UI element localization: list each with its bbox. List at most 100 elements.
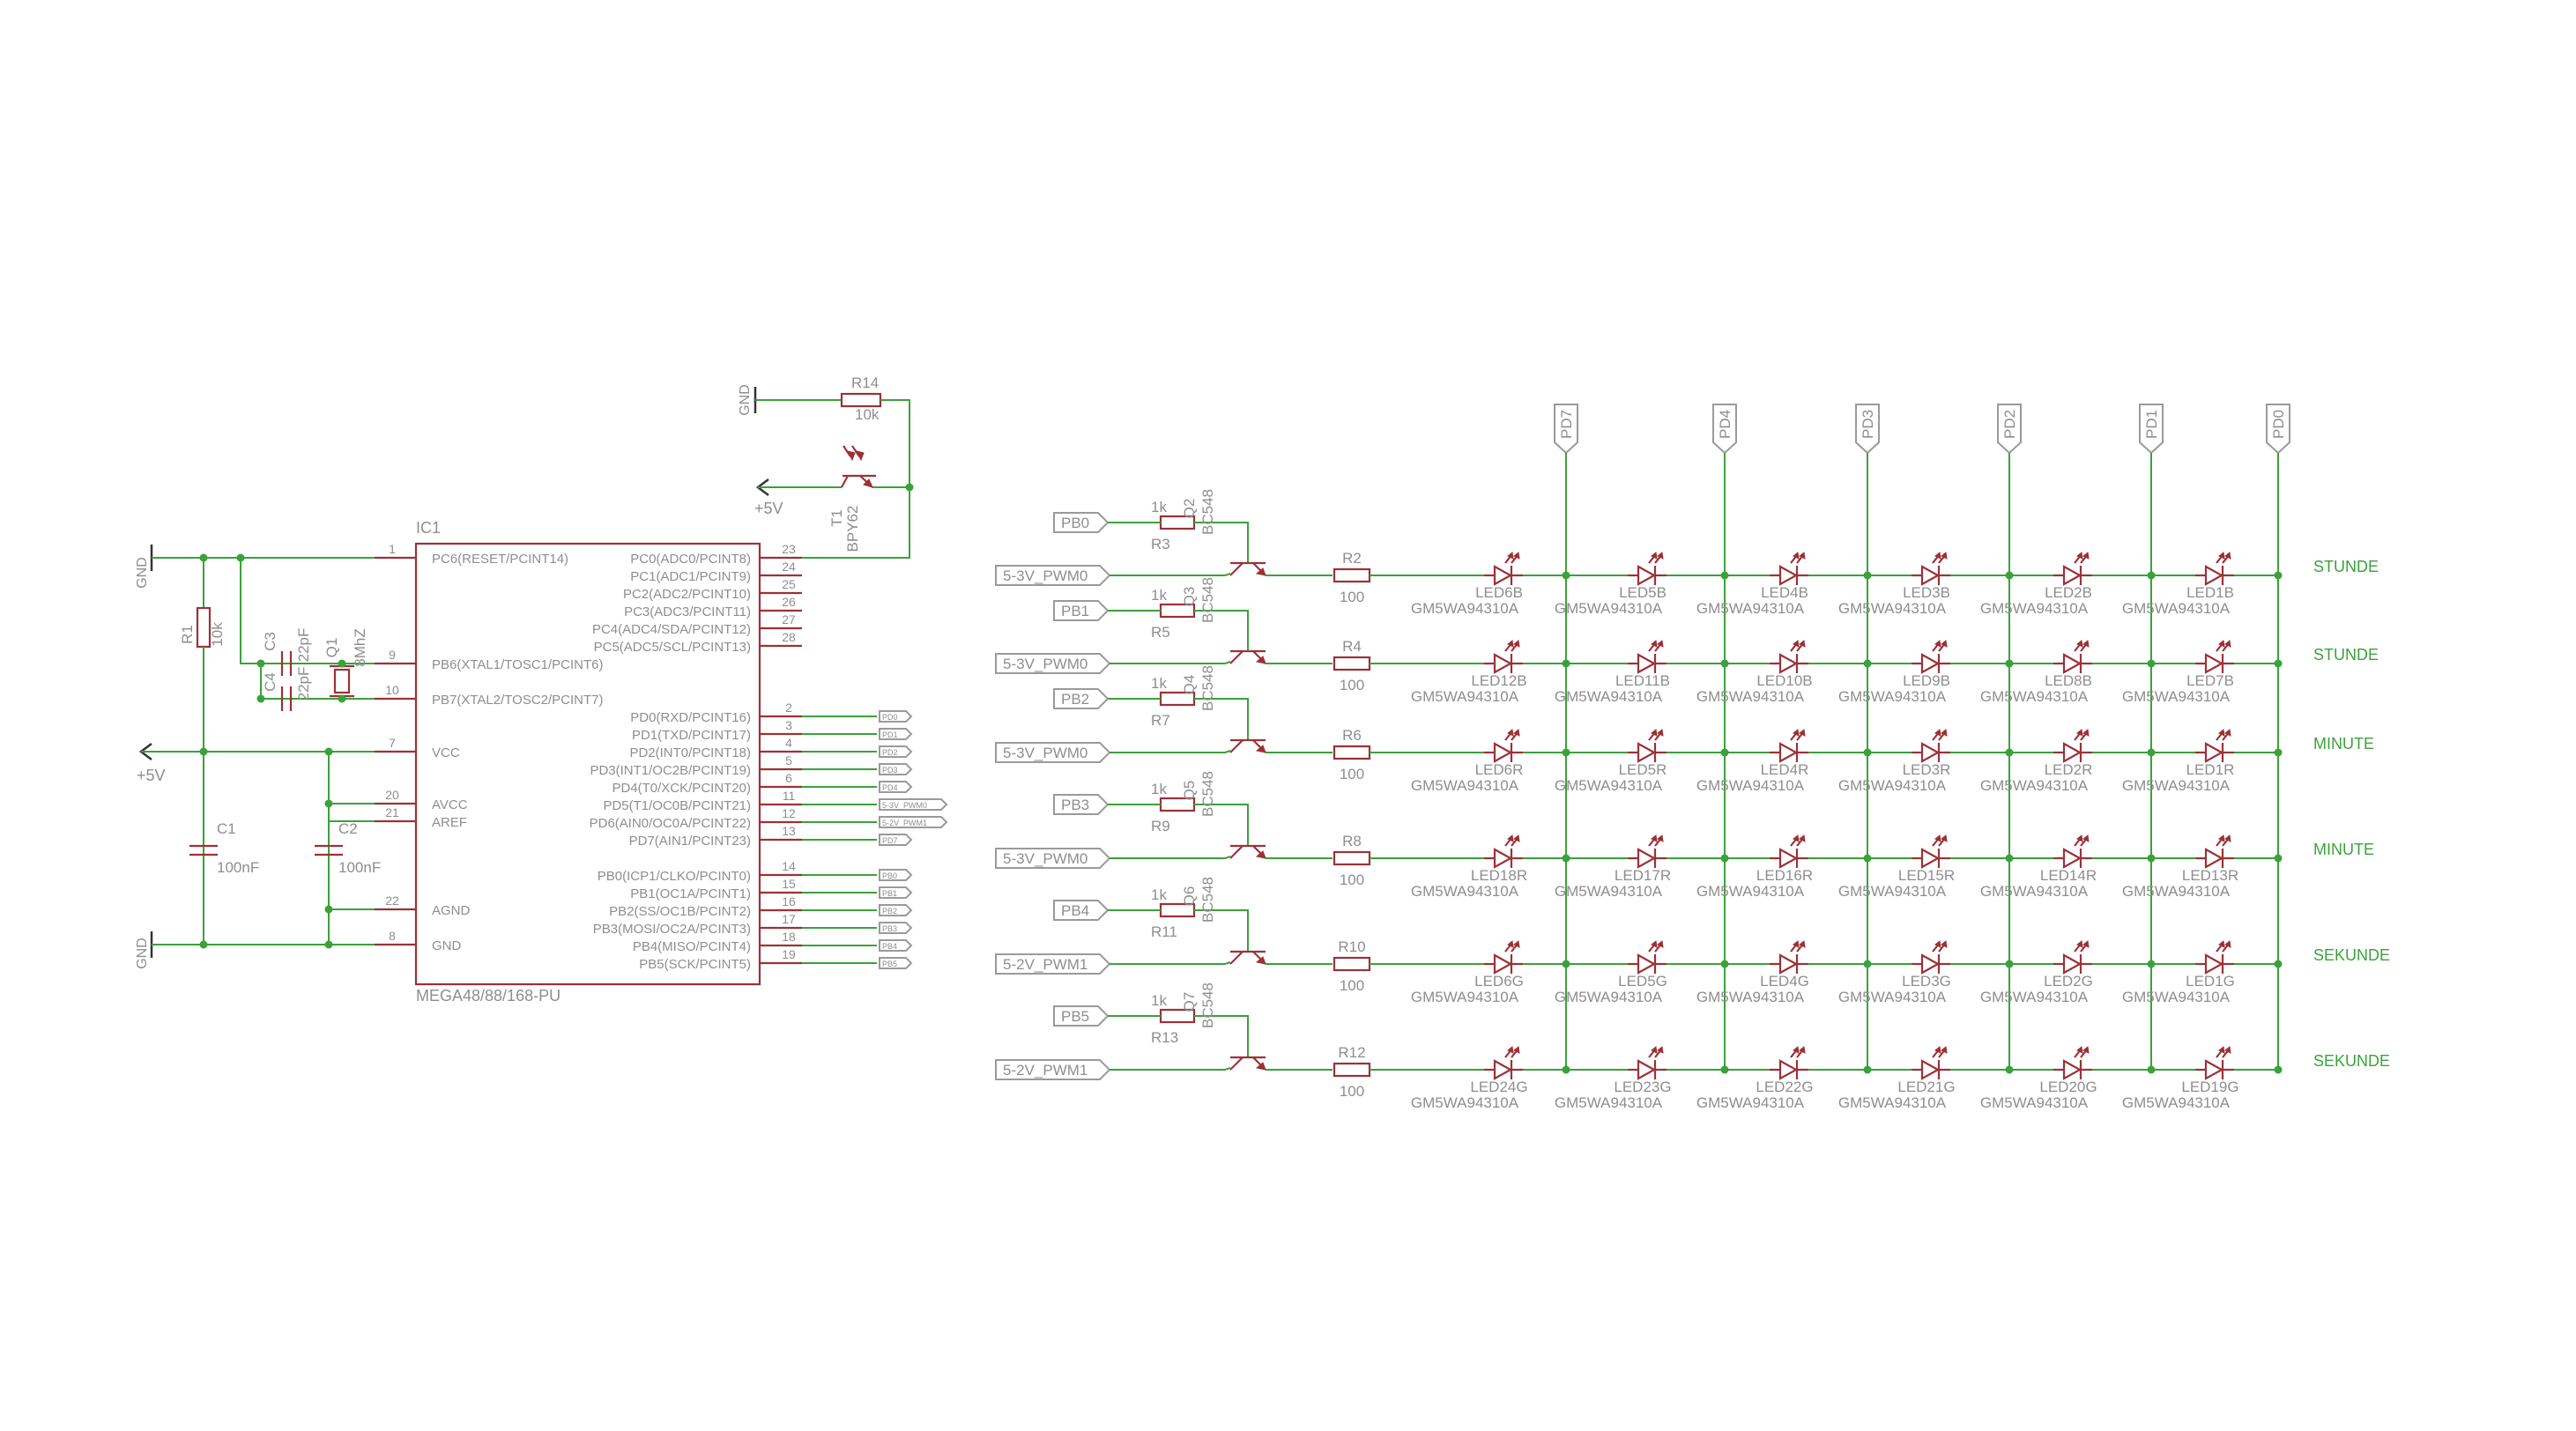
pwm-tag-text: 5-2V_PWM1 [1003,956,1088,973]
ic1-net-tag-flag [879,710,913,723]
led-diode-triangle [2062,953,2082,975]
led-name: LED1B [2186,584,2234,601]
junction-dot [1720,960,1729,968]
led-name: LED1G [2186,973,2235,990]
led-name: LED3G [1902,973,1951,990]
led-value: GM5WA94310A [2122,688,2231,705]
base-resistor-name: R11 [1151,923,1177,940]
junction-dot [1863,659,1872,668]
pin-number: 12 [782,806,796,820]
led-name: LED5B [1619,584,1667,601]
led-name: LED3R [1903,761,1951,778]
pwm-tag-flag [995,742,1111,763]
led-diode-triangle [1920,953,1941,975]
led-value: GM5WA94310A [1411,600,1519,617]
led-diode-triangle [1920,1059,1941,1080]
junction-dot [2005,960,2014,968]
pwm-tag-text: 5-3V_PWM0 [1003,656,1088,672]
ic1-net-tag-text: PD7 [882,836,898,845]
led-name: LED18R [1471,867,1527,884]
led-name: LED13R [2182,867,2238,884]
column-PD0: PD0 [2266,404,2290,1070]
led-value: GM5WA94310A [1838,777,1947,794]
led-name: LED5R [1619,761,1667,778]
r14-value: 10k [855,406,880,423]
series-resistor-value: 100 [1340,677,1364,693]
led-diode-triangle [1493,1059,1513,1080]
junction-dot [338,694,346,703]
led-name: LED17R [1615,867,1671,884]
led-name: LED14R [2040,867,2097,884]
led-value: GM5WA94310A [1696,777,1805,794]
column-tag-text: PD7 [1558,410,1575,439]
row-net-label: MINUTE [2313,841,2374,858]
led-diode-triangle [1493,848,1513,869]
pin-label: PB5(SCK/PCINT5) [639,957,751,972]
pin-number: 16 [782,894,796,908]
column-PD2: PD2 [1997,404,2022,1070]
led-value: GM5WA94310A [1411,1094,1519,1111]
pwm-tag-flag [995,953,1111,975]
led-value: GM5WA94310A [1838,1094,1947,1111]
series-resistor-value: 100 [1340,589,1364,605]
pin-label: GND [432,938,462,953]
base-resistor-value: 1k [1151,886,1167,903]
led-name: LED20G [2039,1079,2097,1095]
gnd-top-label: GND [135,557,150,589]
pin-label: PC1(ADC1/PCINT9) [630,569,751,584]
ic1-net-tag-text: 5-3V_PWM0 [882,801,927,810]
column-tag-flag [2139,404,2164,455]
transistor-name: Q5 [1181,781,1198,801]
ic1-net-tag-text: PD4 [882,783,898,792]
pin-number: 23 [782,542,796,556]
led-diode-triangle [1778,1059,1799,1080]
c1-name: C1 [217,820,236,837]
transistor-value: BC548 [1199,577,1216,623]
led-diode-triangle [2204,565,2224,586]
led-value: GM5WA94310A [1411,688,1519,705]
base-tag-flag [1053,688,1110,709]
led-name: LED4B [1761,584,1808,601]
column-tag-text: PD3 [1860,410,1876,439]
pin-label: PB2(SS/OC1B/PCINT2) [609,904,751,919]
junction-dot [2005,748,2014,757]
pin-number: 24 [782,560,796,574]
ic1-net-tag-text: PB1 [882,889,897,898]
ic1-net-tag-flag [879,816,948,828]
ic1-net-tag-text: PD2 [882,748,898,757]
ic1-body [414,542,761,986]
series-resistor-name: R2 [1342,550,1362,567]
series-resistor-value: 100 [1340,1083,1364,1100]
column-tag-flag [2266,404,2290,455]
led-value: GM5WA94310A [2122,600,2231,617]
pin-number: 11 [783,789,796,803]
q1-name: Q1 [323,638,340,658]
pin-number: 6 [785,771,792,785]
pwm-tag-text: 5-3V_PWM0 [1003,850,1088,867]
led-value: GM5WA94310A [1980,688,2089,705]
junction-dot [1863,960,1872,968]
base-resistor-value: 1k [1151,587,1167,604]
led-diode-triangle [2062,1059,2082,1080]
led-value: GM5WA94310A [1411,777,1519,794]
